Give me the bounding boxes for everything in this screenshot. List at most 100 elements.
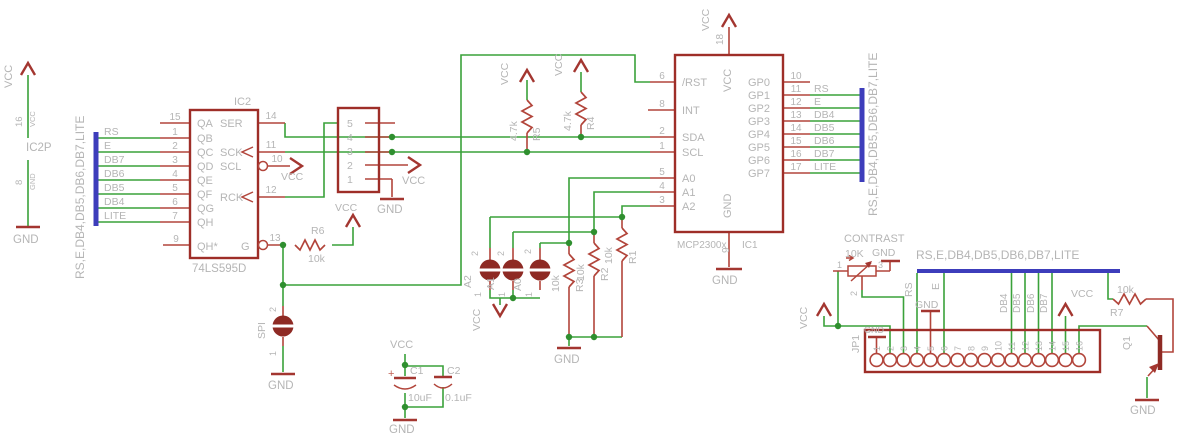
pot-name: CONTRAST <box>844 233 905 245</box>
ic1-int: INT <box>682 105 700 117</box>
ic1-pin10: 10 <box>790 71 802 82</box>
ic1-gp2: GP2 <box>748 103 770 115</box>
resistor-r3 <box>562 253 576 288</box>
resistor-r6 <box>294 238 326 252</box>
ic2-pin5: 5 <box>172 183 178 194</box>
pot-direction-arrow-icon <box>846 254 855 262</box>
vcc-label-jp1: VCC <box>798 306 810 329</box>
vcc-label-r6: VCC <box>335 202 358 214</box>
wiper-arrowhead-icon <box>865 261 872 268</box>
jp1-14: 14 <box>1048 341 1058 351</box>
jp1-10: 10 <box>994 341 1004 351</box>
ic2-pin15: 15 <box>169 112 181 123</box>
ic2-pin7: 7 <box>172 211 178 222</box>
r1-refdes: R1 <box>627 250 639 264</box>
ic1-pin14: 14 <box>790 123 802 134</box>
jp1-9: 9 <box>980 346 990 351</box>
jp1-2: 2 <box>886 346 896 351</box>
ic2-rck: RCK <box>220 192 244 204</box>
r5-refdes: R5 <box>531 127 543 141</box>
bus-label-bottom: RS,E,DB4,DB5,DB6,DB7,LITE <box>916 248 1079 262</box>
jp1-4: 4 <box>913 346 923 351</box>
a2-pin1: 1 <box>473 292 483 297</box>
gnd-label-jp1-pin5: GND <box>915 299 939 311</box>
ic1-pin6: 6 <box>659 71 665 82</box>
a1-refdes: A1 <box>485 277 497 290</box>
pot-value: 10K <box>845 248 864 260</box>
ic2-pin10: 10 <box>271 154 283 165</box>
vcc-label-ic1: VCC <box>700 8 712 31</box>
ic2-pin3: 3 <box>172 155 178 166</box>
pot-pin1: 1 <box>837 260 842 270</box>
net-db7-left: DB7 <box>104 154 125 166</box>
ic2-pin9: 9 <box>173 234 179 245</box>
ic2p-pin16-name: VCC <box>28 111 37 127</box>
c2-refdes: C2 <box>447 365 461 377</box>
ic2-qb: QB <box>197 133 213 145</box>
conn-pin1: 1 <box>347 174 353 186</box>
conn-pin3: 3 <box>347 146 353 158</box>
ic2-pin1: 1 <box>172 127 178 138</box>
pot-pin3: 3 <box>878 260 883 270</box>
jp1-8: 8 <box>967 346 977 351</box>
jp1-12: 12 <box>1021 341 1031 351</box>
net-e-left: E <box>104 140 111 152</box>
vcc-label-jp1-pin15: VCC <box>1071 288 1094 300</box>
ic2-sck: SCK <box>220 147 243 159</box>
ic1-value: MCP2300x <box>677 240 726 251</box>
net-lite-left: LITE <box>104 210 126 222</box>
r1-value: 10k <box>603 246 615 264</box>
net-db5-left: DB5 <box>104 182 125 194</box>
ic2-pin12: 12 <box>265 185 277 196</box>
ic2-pin6: 6 <box>172 197 178 208</box>
ic1-gp0: GP0 <box>748 77 770 89</box>
gnd-label-q1: GND <box>1130 405 1156 417</box>
gnd-label-conn: GND <box>377 204 403 216</box>
net-db7-right: DB7 <box>814 148 835 160</box>
ic1-pin18: 18 <box>715 33 726 45</box>
ic2-g: G <box>241 241 250 253</box>
vcc-label-ic2-scl: VCC <box>281 171 304 183</box>
bus-label-left: RS,E,DB4,DB5,DB6,DB7,LITE <box>73 116 87 279</box>
jp1-6: 6 <box>940 346 950 351</box>
r4-value: 4.7k <box>562 110 574 131</box>
a2-refdes: A2 <box>462 275 474 288</box>
ic1-gp5: GP5 <box>748 142 770 154</box>
ic1-pin12: 12 <box>790 97 802 108</box>
conn-pin4: 4 <box>347 132 353 144</box>
vcc-label-r5: VCC <box>499 62 511 85</box>
ic1-pin9: 9 <box>721 247 732 253</box>
gnd-label-ic2p: GND <box>13 234 39 246</box>
r2-refdes: R2 <box>599 267 611 281</box>
ic2-qe: QE <box>197 175 213 187</box>
gnd-label-caps: GND <box>389 424 415 436</box>
r4-refdes: R4 <box>585 116 597 130</box>
jumper-a2 <box>479 259 501 281</box>
r7-value: 10k <box>1117 284 1135 296</box>
ic1-pin13: 13 <box>790 110 802 121</box>
ic1-scl: SCL <box>682 147 703 159</box>
net-rs-left: RS <box>104 126 119 138</box>
ic2-ser: SER <box>220 118 243 130</box>
net-db7-jp1: DB7 <box>1039 293 1050 313</box>
jumper-a0 <box>529 259 551 281</box>
c1-plus: + <box>388 368 394 380</box>
ic1-refdes: IC1 <box>742 240 758 251</box>
resistor-r2 <box>587 242 601 277</box>
r6-refdes: R6 <box>311 225 325 237</box>
a0-pin2: 2 <box>523 249 533 254</box>
ic2-pin11: 11 <box>266 140 277 151</box>
ic1-vcc-pinname: VCC <box>722 69 734 92</box>
ic2-scl: SCL <box>220 161 241 173</box>
a2-pin2: 2 <box>470 251 480 256</box>
r5-value: 4.7k <box>508 120 520 141</box>
net-db5-jp1: DB5 <box>1012 293 1023 313</box>
spi-header-5pin <box>336 106 381 194</box>
ic1-gp6: GP6 <box>748 155 770 167</box>
ic1-a1: A1 <box>682 187 695 199</box>
net-db6-right: DB6 <box>814 135 835 147</box>
spi-pin1: 1 <box>268 351 278 356</box>
transistor-q1 <box>1149 335 1163 373</box>
a1-pin2: 2 <box>496 251 506 256</box>
